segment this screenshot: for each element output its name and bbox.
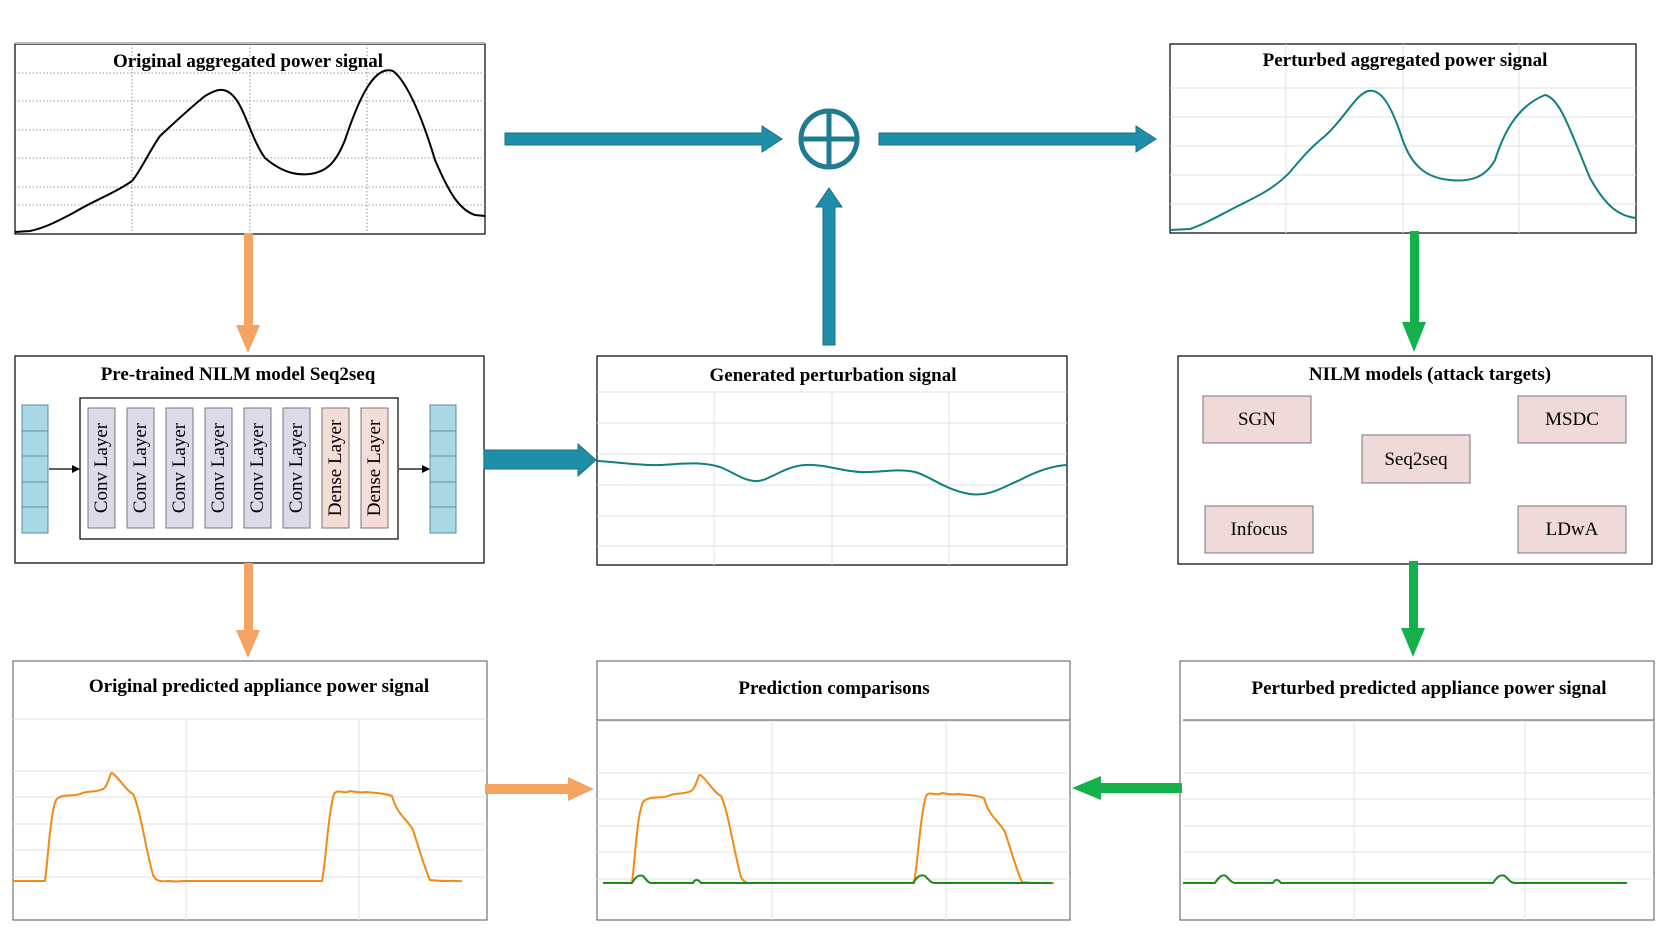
panel-perturbed-aggregated-signal: Perturbed aggregated power signal — [1169, 43, 1637, 234]
panel-original-prediction: Original predicted appliance power signa… — [12, 660, 488, 921]
panel-title: NILM models (attack targets) — [1309, 364, 1551, 385]
panel-attack-targets: NILM models (attack targets) SGN MSDC Se… — [1177, 355, 1653, 565]
arrow-sum-to-perturbed — [878, 125, 1157, 153]
dense-layer-label: Dense Layer — [325, 419, 346, 516]
model-ldwa: LDwA — [1517, 505, 1627, 554]
conv-layer-label: Conv Layer — [247, 422, 268, 513]
model-label: Infocus — [1231, 519, 1288, 540]
panel-title: Perturbed predicted appliance power sign… — [1251, 678, 1606, 699]
arrow-perturbation-to-sum — [815, 187, 843, 346]
sum-icon — [798, 108, 860, 170]
perturbed-prediction-curve — [1183, 874, 1627, 884]
conv-layer-box — [126, 407, 155, 529]
aggregated-signal-curve — [14, 69, 486, 233]
panel-original-aggregated-signal: Original aggregated power signal — [14, 42, 486, 235]
model-sgn: SGN — [1202, 395, 1312, 444]
model-infocus: Infocus — [1204, 505, 1314, 554]
original-prediction-curve — [13, 771, 463, 883]
model-layers: Conv Layer Conv Layer Conv Layer Conv Layer… — [87, 407, 389, 529]
panel-title: Original aggregated power signal — [113, 51, 383, 72]
connector-arrows — [236, 125, 1426, 801]
conv-layer-label: Conv Layer — [208, 422, 229, 513]
panel-title: Pre-trained NILM model Seq2seq — [101, 364, 376, 385]
conv-layer-label: Conv Layer — [91, 422, 112, 513]
panel-title: Original predicted appliance power signa… — [89, 676, 429, 697]
panel-perturbation-signal: Generated perturbation signal — [596, 355, 1068, 566]
panel-title: Generated perturbation signal — [710, 365, 957, 386]
conv-layer-box — [243, 407, 272, 529]
model-seq2seq: Seq2seq — [1361, 434, 1471, 484]
panel-frame — [596, 660, 1071, 921]
grid — [15, 44, 485, 234]
arrow-prediction-to-comparison — [485, 777, 594, 801]
panel-prediction-comparisons: Prediction comparisons — [596, 660, 1071, 921]
arrow-perturbed-to-targets — [1402, 231, 1426, 352]
arrow-perturbed-prediction-to-comparison — [1072, 776, 1182, 800]
conv-layer-box — [282, 407, 311, 529]
panel-title: Perturbed aggregated power signal — [1263, 50, 1548, 71]
grid — [597, 720, 1070, 920]
panel-pretrained-model: Pre-trained NILM model Seq2seq Conv Laye… — [14, 355, 485, 564]
model-msdc: MSDC — [1517, 395, 1627, 444]
arrow-targets-to-prediction — [1401, 561, 1425, 657]
input-vector — [21, 404, 49, 534]
conv-layer-label: Conv Layer — [286, 422, 307, 513]
comparison-original-curve — [631, 773, 1055, 885]
arrow-original-to-sum — [504, 125, 783, 153]
conv-layer-box — [165, 407, 194, 529]
perturbation-curve — [596, 460, 1068, 496]
perturbed-signal-curve — [1169, 89, 1637, 231]
grid — [1183, 720, 1654, 920]
panel-perturbed-prediction: Perturbed predicted appliance power sign… — [1179, 660, 1655, 921]
model-label: LDwA — [1546, 519, 1599, 540]
grid — [597, 391, 1067, 565]
panel-title: Prediction comparisons — [738, 678, 929, 699]
dense-layer-box — [321, 407, 350, 529]
comparison-perturbed-curve — [603, 874, 1052, 884]
model-label: SGN — [1238, 409, 1276, 430]
output-vector — [429, 404, 457, 534]
model-label: Seq2seq — [1384, 449, 1448, 470]
arrow-signal-to-model — [236, 233, 260, 353]
arrow-model-to-perturbation — [483, 442, 597, 478]
conv-layer-label: Conv Layer — [169, 422, 190, 513]
model-label: MSDC — [1545, 409, 1599, 430]
dense-layer-label: Dense Layer — [364, 419, 385, 516]
conv-layer-box — [204, 407, 233, 529]
conv-layer-box — [87, 407, 116, 529]
arrow-model-to-prediction — [236, 563, 260, 658]
panel-frame — [1179, 660, 1655, 921]
grid — [1170, 44, 1636, 233]
conv-layer-label: Conv Layer — [130, 422, 151, 513]
dense-layer-box — [360, 407, 389, 529]
